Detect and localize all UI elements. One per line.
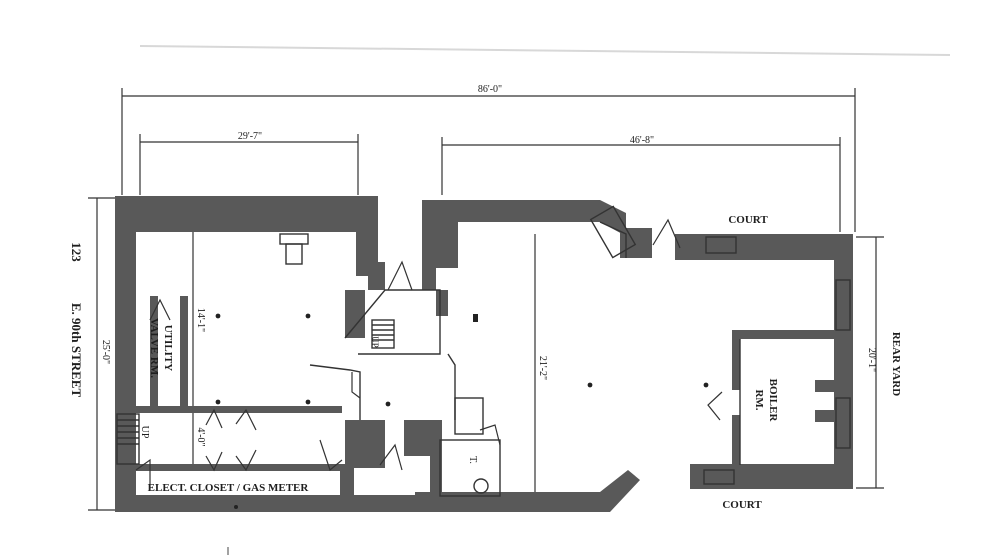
address-number: 123 bbox=[69, 242, 84, 262]
toilet-label: T. bbox=[467, 456, 478, 464]
utility-label-line1: UTILITY bbox=[162, 325, 174, 372]
court-bottom-label: COURT bbox=[722, 499, 762, 511]
scan-artifact bbox=[139, 45, 951, 56]
right-depth-label: 20'-1" bbox=[866, 348, 877, 372]
up-label-center: UP bbox=[370, 336, 380, 348]
stairs-left bbox=[116, 413, 140, 465]
dimension-lines bbox=[88, 88, 884, 511]
hall-depth-label: 4'-0" bbox=[195, 427, 206, 446]
left-depth-label: 25'-0" bbox=[100, 340, 111, 364]
overall-length-label: 86'-0" bbox=[478, 84, 502, 95]
rear-yard-label: REAR YARD bbox=[890, 332, 902, 396]
address-street: E. 90th STREET bbox=[69, 303, 84, 398]
front-width-label: 29'-7" bbox=[238, 131, 262, 142]
dimension-labels: 86'-0" 29'-7" 46'-8" 25'-0" 20'-1" 14'-1… bbox=[100, 84, 877, 447]
walls bbox=[115, 196, 853, 512]
room-labels: 123 E. 90th STREET UTILITY VALVE RM. ELE… bbox=[69, 214, 902, 511]
main-room-depth-label: 21'-2" bbox=[537, 356, 548, 380]
elect-closet-label: ELECT. CLOSET / GAS METER bbox=[148, 482, 310, 494]
boiler-label-line2: RM. bbox=[753, 389, 765, 410]
up-label-left: UP bbox=[139, 426, 150, 439]
boiler-label-line1: BOILER bbox=[767, 379, 779, 423]
doors bbox=[135, 218, 723, 490]
utility-label-line2: VALVE RM. bbox=[148, 318, 160, 378]
court-top-label: COURT bbox=[728, 214, 768, 226]
rear-width-label: 46'-8" bbox=[630, 135, 654, 146]
stairs-center bbox=[371, 319, 395, 349]
front-room-depth-label: 14'-1" bbox=[195, 308, 206, 332]
interior-lines bbox=[279, 205, 851, 497]
light-fixtures bbox=[215, 313, 709, 509]
